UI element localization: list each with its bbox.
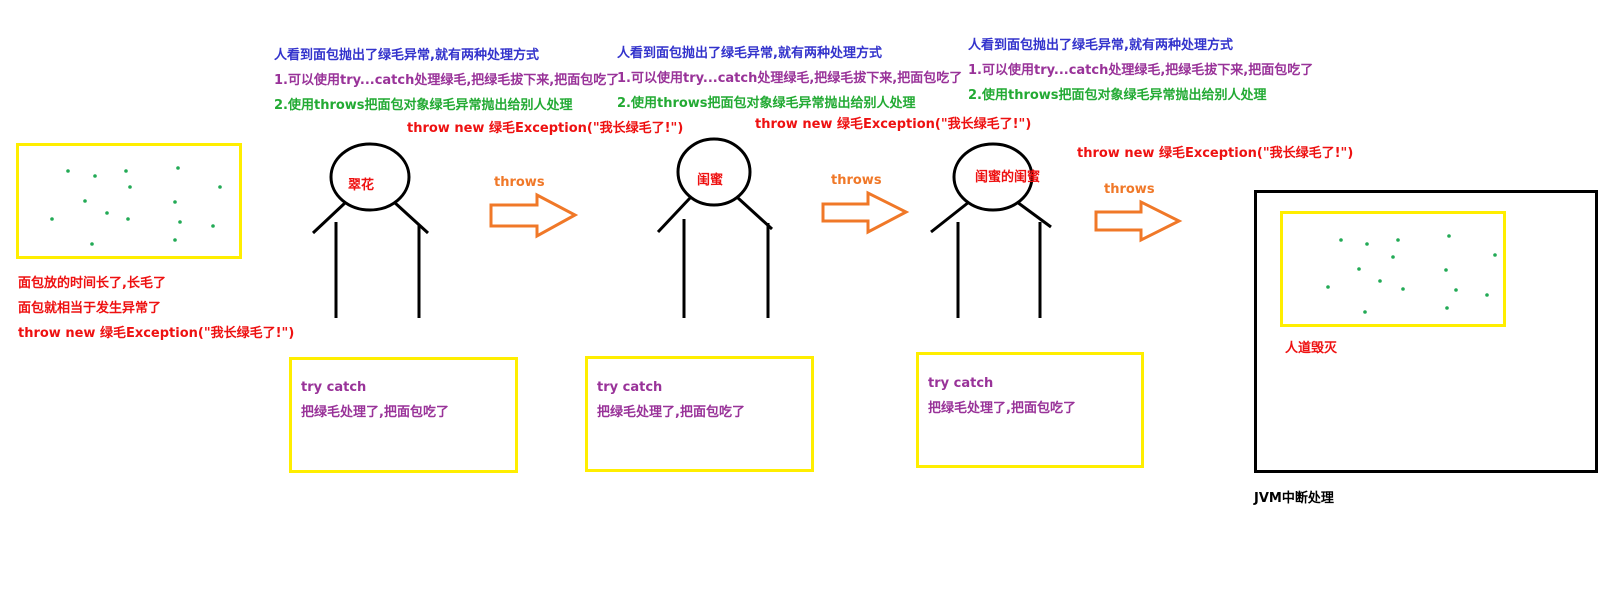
- jvm-mold-dot: [1357, 267, 1361, 271]
- person-2-try-title: try catch: [597, 380, 663, 395]
- person-2-throw-text: throw new 绿毛Exception("我长绿毛了!"): [755, 117, 1032, 132]
- person-3-try-catch-box: [916, 352, 1144, 468]
- moldy-bread-box: [16, 143, 242, 259]
- person-3-throw-text: throw new 绿毛Exception("我长绿毛了!"): [1077, 146, 1354, 161]
- jvm-mold-dot: [1444, 268, 1448, 272]
- person-3-left-arm: [930, 200, 970, 234]
- throws-arrow-2: [821, 190, 910, 235]
- jvm-mold-dot: [1447, 234, 1451, 238]
- throws-arrow-3: [1094, 199, 1183, 243]
- person-2-note-title: 人看到面包抛出了绿毛异常,就有两种处理方式: [617, 46, 882, 61]
- person-3-head: [952, 142, 1034, 212]
- jvm-mold-dot: [1339, 238, 1343, 242]
- source-mold-dot: [173, 238, 177, 242]
- source-line-3: throw new 绿毛Exception("我长绿毛了!"): [18, 326, 295, 341]
- source-mold-dot: [211, 224, 215, 228]
- source-mold-dot: [218, 185, 222, 189]
- jvm-mold-dot: [1363, 310, 1367, 314]
- source-mold-dot: [128, 185, 132, 189]
- source-line-1: 面包放的时间长了,长毛了: [18, 276, 166, 291]
- person-3-name: 闺蜜的闺蜜: [975, 170, 1041, 185]
- source-mold-dot: [66, 169, 70, 173]
- person-2-left-arm: [656, 196, 692, 234]
- person-2-try-catch-box: [585, 356, 814, 472]
- person-1-name: 翠花: [348, 178, 375, 193]
- mold-dots-jvm: [1326, 234, 1497, 314]
- throws-arrow-1: [489, 192, 579, 239]
- person-1-figure: [311, 142, 430, 318]
- source-mold-dot: [50, 217, 54, 221]
- person-3-note-option-2: 2.使用throws把面包对象绿毛异常抛出给别人处理: [968, 88, 1267, 103]
- person-3-figure: [930, 142, 1052, 318]
- person-1-try-catch-box: [289, 357, 518, 473]
- person-3-note-option-1: 1.可以使用try...catch处理绿毛,把绿毛拔下来,把面包吃了: [968, 63, 1314, 78]
- source-mold-dot: [90, 242, 94, 246]
- person-2-figure: [656, 137, 774, 318]
- jvm-mold-dot: [1365, 242, 1369, 246]
- jvm-mold-dot: [1391, 255, 1395, 259]
- jvm-bread-box: [1280, 211, 1506, 327]
- person-3-try-body: 把绿毛处理了,把面包吃了: [928, 401, 1076, 416]
- person-2-note-option-2: 2.使用throws把面包对象绿毛异常抛出给别人处理: [617, 96, 916, 111]
- person-1-try-title: try catch: [301, 380, 367, 395]
- person-1-left-arm: [311, 200, 348, 235]
- person-1-try-body: 把绿毛处理了,把面包吃了: [301, 405, 449, 420]
- source-line-2: 面包就相当于发生异常了: [18, 301, 162, 316]
- throws-label-1: throws: [494, 175, 545, 190]
- jvm-mold-dot: [1401, 287, 1405, 291]
- jvm-mold-dot: [1326, 285, 1330, 289]
- person-2-right-arm: [736, 196, 774, 231]
- person-1-throw-text: throw new 绿毛Exception("我长绿毛了!"): [407, 121, 684, 136]
- person-2-note-option-1: 1.可以使用try...catch处理绿毛,把绿毛拔下来,把面包吃了: [617, 71, 963, 86]
- person-1-note-option-1: 1.可以使用try...catch处理绿毛,把绿毛拔下来,把面包吃了: [274, 73, 620, 88]
- person-1-note-option-2: 2.使用throws把面包对象绿毛异常抛出给别人处理: [274, 98, 573, 113]
- throws-label-2: throws: [831, 173, 882, 188]
- person-2-try-body: 把绿毛处理了,把面包吃了: [597, 405, 745, 420]
- mold-dots-source: [50, 166, 222, 246]
- person-1-right-arm: [392, 200, 430, 235]
- person-3-right-arm: [1016, 200, 1052, 229]
- source-mold-dot: [176, 166, 180, 170]
- jvm-box: [1254, 190, 1598, 473]
- source-mold-dot: [105, 211, 109, 215]
- throws-label-3: throws: [1104, 182, 1155, 197]
- jvm-mold-dot: [1454, 288, 1458, 292]
- source-mold-dot: [83, 199, 87, 203]
- jvm-caption: JVM中断处理: [1254, 491, 1334, 506]
- person-2-name: 闺蜜: [697, 173, 724, 188]
- jvm-mold-dot: [1485, 293, 1489, 297]
- person-1-head: [329, 142, 411, 212]
- jvm-mold-dot: [1396, 238, 1400, 242]
- person-1-note-title: 人看到面包抛出了绿毛异常,就有两种处理方式: [274, 48, 539, 63]
- source-mold-dot: [93, 174, 97, 178]
- person-2-head: [676, 137, 752, 207]
- throws-arrows: [489, 190, 1183, 243]
- source-mold-dot: [173, 200, 177, 204]
- source-mold-dot: [124, 169, 128, 173]
- jvm-inner-label: 人道毁灭: [1285, 341, 1338, 356]
- jvm-mold-dot: [1493, 253, 1497, 257]
- person-3-note-title: 人看到面包抛出了绿毛异常,就有两种处理方式: [968, 38, 1233, 53]
- jvm-mold-dot: [1378, 279, 1382, 283]
- person-3-try-title: try catch: [928, 376, 994, 391]
- jvm-mold-dot: [1445, 306, 1449, 310]
- source-mold-dot: [178, 220, 182, 224]
- source-mold-dot: [126, 217, 130, 221]
